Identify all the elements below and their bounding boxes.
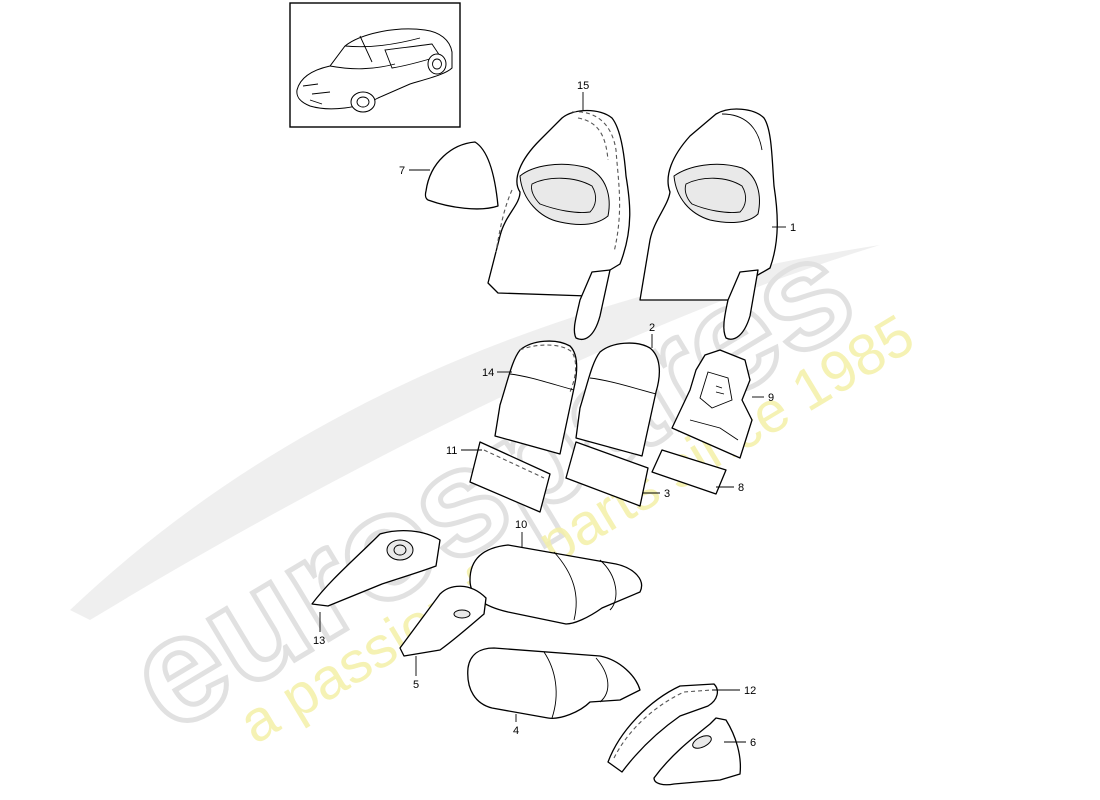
callout-10: 10 <box>515 519 527 531</box>
car-icon <box>296 28 453 113</box>
callout-5: 5 <box>413 679 419 691</box>
callout-4: 4 <box>513 725 519 737</box>
part-2-backrest-pad[interactable] <box>575 342 661 457</box>
part-3-lumbar-pad[interactable] <box>565 441 649 507</box>
callout-12: 12 <box>744 685 756 697</box>
part-5-bolster-piece[interactable] <box>399 585 487 657</box>
part-12-side-trim[interactable] <box>607 683 719 773</box>
part-7-headrest-cover[interactable] <box>424 141 499 210</box>
part-6-side-panel[interactable] <box>653 717 742 786</box>
callout-8: 8 <box>738 482 744 494</box>
callout-14: 14 <box>482 367 494 379</box>
part-1-backrest[interactable] <box>639 108 778 340</box>
callout-3: 3 <box>664 488 670 500</box>
part-13-side-cover[interactable] <box>311 529 441 607</box>
part-8-lumbar-pad[interactable] <box>651 449 727 495</box>
leader-lines <box>319 92 786 743</box>
callout-6: 6 <box>750 737 756 749</box>
part-4-seat-cushion-pad[interactable] <box>467 647 641 719</box>
callout-13: 13 <box>313 635 325 647</box>
watermark-swoosh <box>70 245 880 620</box>
part-9-backrest-shell[interactable] <box>671 349 753 459</box>
part-10-seat-cushion-cover[interactable] <box>469 544 643 625</box>
callout-9: 9 <box>768 392 774 404</box>
callout-labels: 15 7 1 2 14 9 11 3 8 10 13 5 4 12 6 <box>313 80 796 749</box>
car-thumbnail <box>289 2 461 128</box>
part-14-backrest-pad[interactable] <box>494 340 578 455</box>
callout-11: 11 <box>446 445 457 457</box>
callout-2: 2 <box>649 322 655 334</box>
callout-15: 15 <box>577 80 589 92</box>
part-11-lumbar-pad[interactable] <box>469 441 551 513</box>
callout-7: 7 <box>399 165 405 177</box>
callout-1: 1 <box>790 222 796 234</box>
part-15-backrest-cover[interactable] <box>487 109 631 340</box>
